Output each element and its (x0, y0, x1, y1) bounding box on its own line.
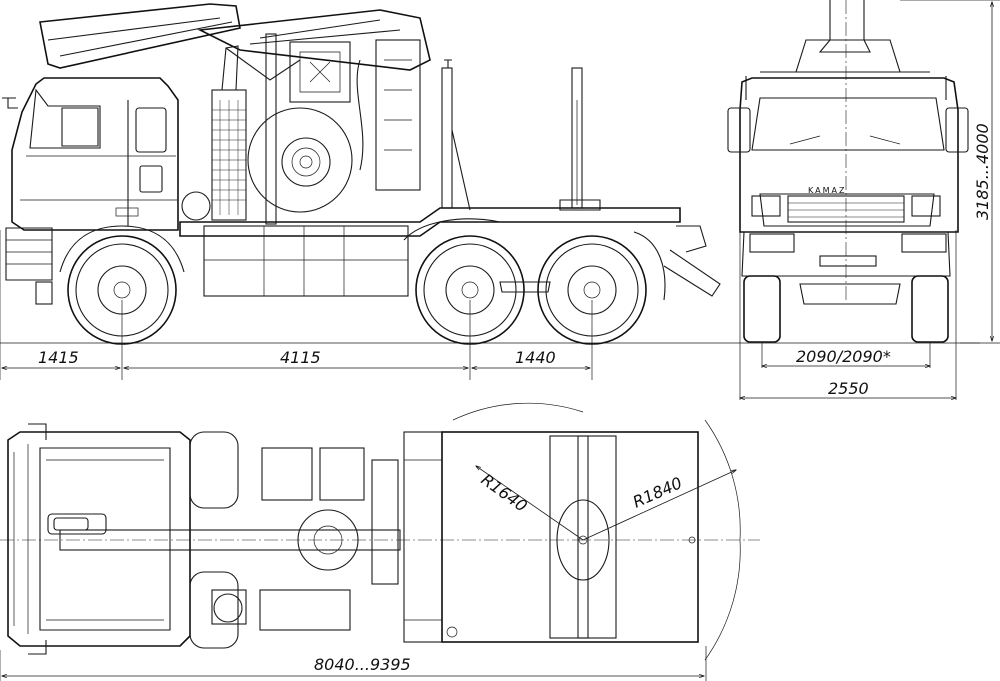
cab-top (7, 423, 191, 655)
top-view: R1640 R1840 8040...9395 (0, 402, 760, 681)
winch-drum (247, 107, 353, 213)
cab-front: KAMAZ (727, 77, 969, 277)
dim-front-overhang: 1415 (38, 348, 79, 367)
radius-small: R1640 (478, 470, 531, 516)
log-stakes (441, 59, 601, 211)
tyre-right (911, 275, 949, 343)
dim-rear-axles: 1440 (515, 348, 556, 367)
tyre-left (743, 275, 781, 343)
side-view: 1415 4115 1440 (0, 3, 721, 380)
crane-boom (39, 3, 431, 191)
chassis-frame (179, 207, 721, 301)
exhaust-stack (181, 33, 277, 225)
dim-track: 2090/2090* (796, 347, 891, 366)
dim-wheelbase: 4115 (280, 348, 321, 367)
dim-width: 2550 (828, 379, 869, 398)
cab-side (2, 77, 179, 305)
dim-height: 3185...4000 (973, 123, 992, 220)
bunk-top (441, 431, 699, 643)
badge-text: KAMAZ (808, 186, 846, 195)
dim-length: 8040...9395 (314, 655, 411, 674)
front-view: KAMAZ 2090/2090* 2550 31 (720, 0, 1000, 400)
